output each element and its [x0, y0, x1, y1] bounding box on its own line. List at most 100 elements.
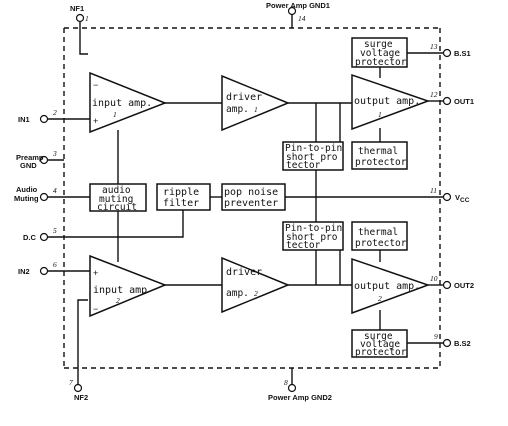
pin-power-amp-gnd1: Power Amp GND1 14 [266, 1, 330, 23]
pin-out1-name: OUT1 [454, 97, 474, 106]
short-1-line2: short pro [286, 152, 338, 163]
audio-muting-circuit: audio muting circuit [89, 183, 147, 213]
thermal-1-line1: thermal [358, 146, 398, 157]
surge-voltage-protector-1: surge voltage protector [351, 37, 408, 68]
pin-out1-num: 12 [430, 90, 438, 99]
output-amp-2-num: 2 [378, 294, 382, 303]
pin-vcc-num: 11 [430, 186, 437, 195]
pin-preamp-gnd-name2: GND [20, 161, 37, 170]
surge-2-line3: protector [355, 347, 407, 358]
chip-outline [63, 27, 441, 369]
pin-out2: 10 OUT2 [430, 274, 474, 290]
pin-audio-muting-name2: Muting [14, 194, 39, 203]
ripple-filter: ripple filter [156, 183, 211, 211]
pin-nf2: 7 NF2 [69, 378, 88, 402]
wiring [47, 14, 443, 384]
pin-audio-muting-name1: Audio [16, 185, 38, 194]
thermal-protector-1: thermal protector [351, 141, 408, 170]
pin-power-amp-gnd1-num: 14 [298, 14, 306, 23]
pin-in2-num: 6 [53, 260, 57, 269]
driver-amp-2-line1: driver [226, 267, 262, 278]
output-amp-2: output amp. 2 [351, 257, 431, 315]
output-amp-1-num: 1 [378, 110, 382, 119]
pin-bs1-name: B.S1 [454, 49, 471, 58]
driver-amp-2: driver amp. 2 [221, 256, 290, 314]
output-amp-2-label: output amp. [354, 281, 420, 292]
pin-out2-num: 10 [430, 274, 438, 283]
short-2-line3: tector [286, 240, 321, 251]
short-1-line3: tector [286, 160, 321, 171]
surge-voltage-protector-2: surge voltage protector [351, 329, 408, 358]
pin-vcc-name: VCC [455, 193, 470, 204]
short-1-line1: Pin-to-pin [285, 143, 342, 154]
short-protector-1: Pin-to-pin short pro tector [282, 141, 344, 171]
pin-out1: 12 OUT1 [430, 90, 474, 106]
pin-bs1: 13 B.S1 [430, 42, 471, 58]
pin-dc-num: 5 [53, 226, 57, 235]
thermal-2-line1: thermal [358, 227, 398, 238]
input-amp-2-num: 2 [116, 296, 120, 305]
pin-in1: IN1 2 [18, 108, 57, 124]
output-amp-1: output amp. 1 [351, 73, 431, 131]
pin-preamp-gnd-num: 3 [52, 149, 57, 158]
surge-1-line2: voltage [360, 48, 400, 59]
ripple-filter-line2: filter [163, 198, 199, 209]
short-2-line2: short pro [286, 232, 338, 243]
input-amp-1-minus: − [93, 80, 98, 90]
driver-amp-2-num: 2 [254, 289, 258, 298]
pin-nf1: NF1 1 [70, 4, 89, 23]
output-amp-1-label: output amp. [354, 96, 420, 107]
pin-dc-name: D.C [23, 233, 37, 242]
audio-muting-line3: circuit [97, 202, 137, 213]
pin-power-amp-gnd1-name: Power Amp GND1 [266, 1, 330, 10]
surge-1-line1: surge [364, 39, 393, 50]
pin-vcc-name-sub: CC [460, 197, 470, 204]
audio-muting-line2: muting [99, 194, 133, 205]
pin-in1-name: IN1 [18, 115, 30, 124]
pin-in2: IN2 6 [18, 260, 57, 276]
pin-nf1-name: NF1 [70, 4, 84, 13]
pin-nf2-num: 7 [69, 378, 73, 387]
pin-preamp-gnd-name1: Preamp [16, 153, 44, 162]
pin-power-amp-gnd2-name: Power Amp GND2 [268, 393, 332, 402]
surge-2-line2: voltage [360, 339, 400, 350]
input-amp-1-num: 1 [113, 110, 117, 119]
thermal-protector-2: thermal protector [351, 221, 408, 251]
pin-in2-name: IN2 [18, 267, 30, 276]
input-amp-1-plus: + [93, 116, 98, 126]
pin-dc: D.C 5 [23, 226, 57, 242]
input-amp-1: input amp. 1 + − [89, 71, 168, 134]
thermal-1-line2: protector [355, 157, 407, 168]
pin-power-amp-gnd2-num: 8 [284, 378, 288, 387]
driver-amp-1-line2: amp. [226, 104, 249, 115]
input-amp-2-label: input amp [93, 285, 147, 296]
surge-1-line3: protector [355, 57, 407, 68]
pin-audio-muting: Audio Muting 4 [14, 185, 57, 203]
short-2-line1: Pin-to-pin [285, 223, 342, 234]
driver-amp-1: driver amp. 1 [221, 74, 290, 132]
input-amp-2-plus: + [93, 268, 98, 278]
pin-bs2-num: 9 [434, 332, 438, 341]
pin-bs2-name: B.S2 [454, 339, 471, 348]
pin-preamp-gnd: Preamp GND 3 [16, 149, 57, 170]
pop-noise-line1: pop noise [224, 187, 278, 198]
short-protector-2: Pin-to-pin short pro tector [282, 221, 344, 251]
pin-out2-name: OUT2 [454, 281, 474, 290]
thermal-2-line2: protector [355, 238, 407, 249]
input-amp-2-minus: − [93, 304, 98, 314]
pin-nf2-name: NF2 [74, 393, 88, 402]
pin-in1-num: 2 [53, 108, 57, 117]
pin-vcc-name-main: V [455, 193, 460, 202]
pin-bs1-num: 13 [430, 42, 438, 51]
pin-vcc: 11 VCC [430, 186, 470, 204]
pin-power-amp-gnd2: 8 Power Amp GND2 [268, 378, 332, 402]
driver-amp-1-line1: driver [226, 92, 262, 103]
driver-amp-1-num: 1 [254, 105, 258, 114]
pin-nf1-num: 1 [85, 14, 89, 23]
pin-audio-muting-num: 4 [53, 186, 57, 195]
pin-bs2: 9 B.S2 [434, 332, 471, 348]
pop-noise-preventer: pop noise preventer [221, 183, 286, 211]
driver-amp-2-line2: amp. [226, 288, 249, 299]
input-amp-1-label: input amp. [92, 98, 152, 109]
